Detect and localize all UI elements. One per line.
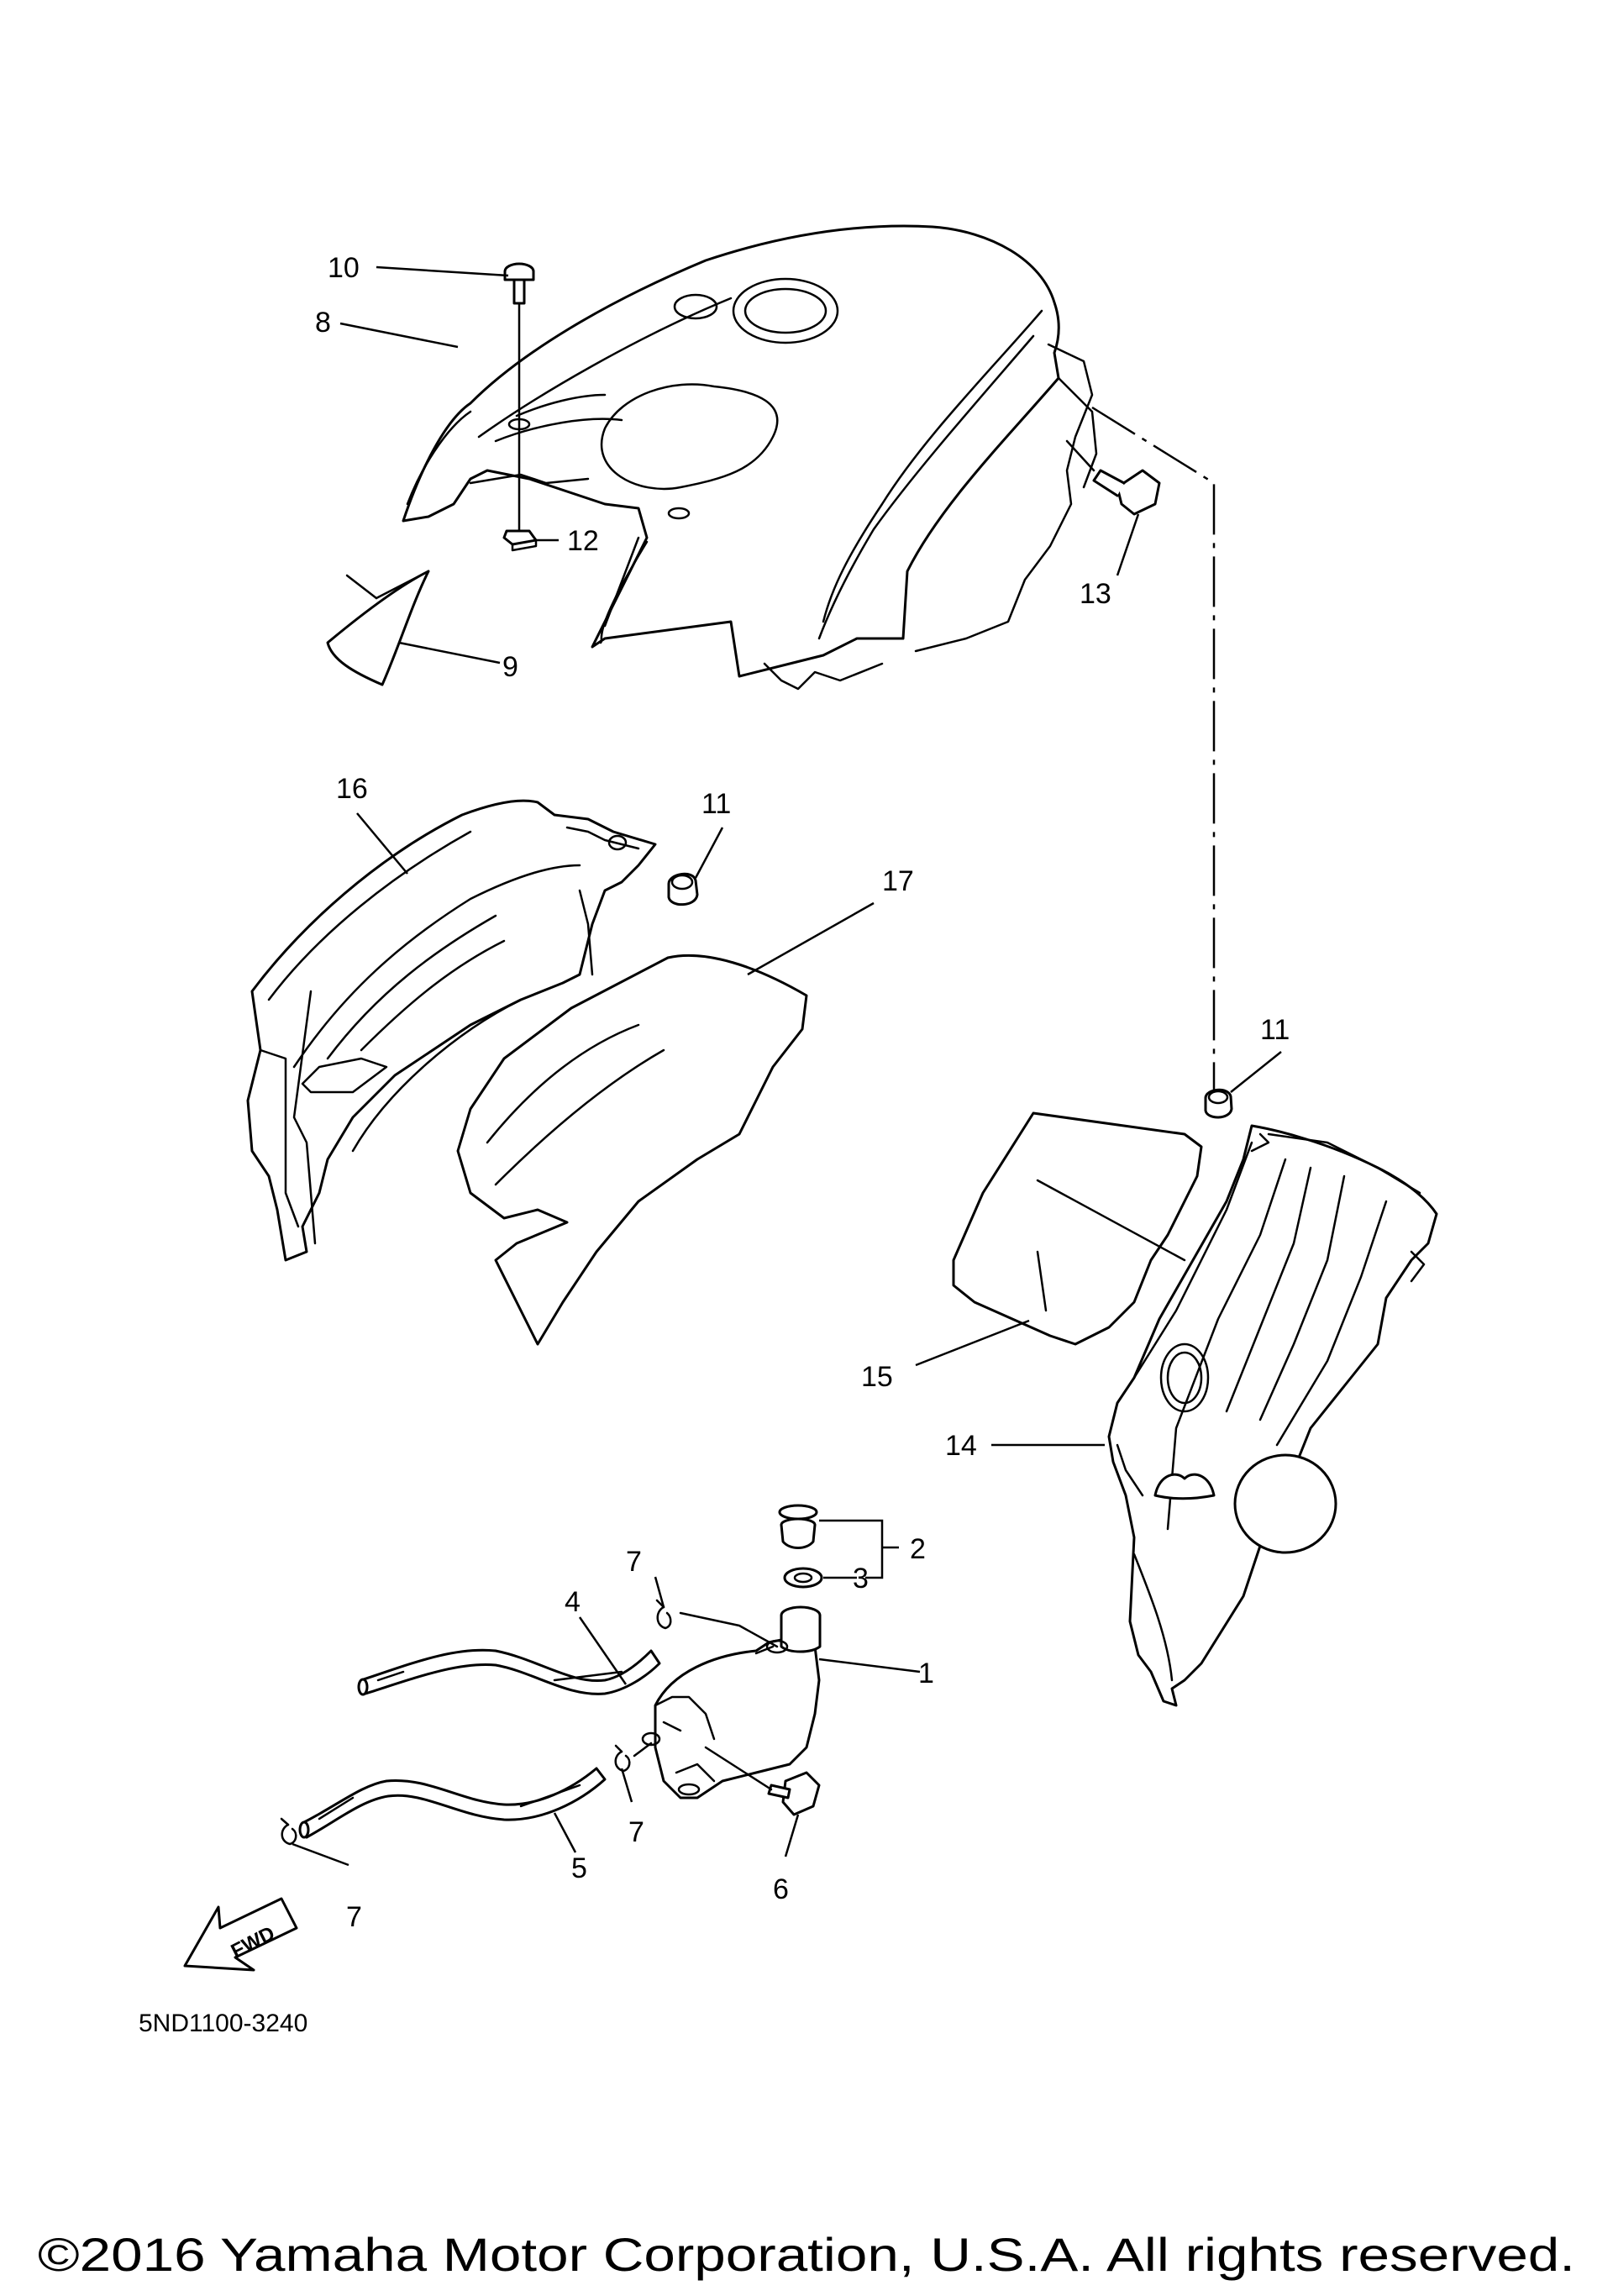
tank-cover-part-8 bbox=[402, 224, 1098, 691]
callout-5: 5 bbox=[571, 1852, 587, 1884]
callout-8: 8 bbox=[315, 307, 331, 339]
bolt-part-13 bbox=[1065, 439, 1161, 516]
callout-7-upper: 7 bbox=[626, 1546, 642, 1578]
callout-12: 12 bbox=[567, 525, 599, 557]
callout-6: 6 bbox=[773, 1873, 789, 1905]
gasket-part-3 bbox=[783, 1567, 823, 1589]
diagram-code: 5ND1100-3240 bbox=[139, 2010, 307, 2037]
callout-17: 17 bbox=[882, 865, 914, 897]
cap-part-2 bbox=[778, 1504, 818, 1549]
callout-10: 10 bbox=[328, 252, 360, 284]
hose-part-5 bbox=[298, 1767, 607, 1839]
screw-part-10 bbox=[503, 262, 535, 305]
callout-labels: 10 8 12 9 13 16 11 17 11 15 14 2 3 7 4 1… bbox=[315, 252, 1290, 1933]
right-side-cover-part-14 bbox=[1107, 1124, 1438, 1707]
callout-13: 13 bbox=[1080, 578, 1111, 610]
callout-7-lower: 7 bbox=[346, 1901, 362, 1933]
forward-direction-arrow: FWD bbox=[183, 1897, 298, 1972]
callout-14: 14 bbox=[945, 1430, 977, 1462]
hose-clamp-part-7-upper bbox=[655, 1599, 779, 1648]
left-graphic-part-17 bbox=[456, 954, 808, 1346]
hose-clamp-part-7-middle bbox=[614, 1742, 653, 1773]
grommet-part-11-lower bbox=[1204, 1088, 1233, 1119]
bolt-part-6 bbox=[704, 1746, 821, 1816]
left-side-cover-part-16 bbox=[246, 799, 657, 1262]
leader-lines bbox=[292, 265, 1282, 1867]
callout-9: 9 bbox=[502, 651, 518, 683]
callout-1: 1 bbox=[918, 1658, 934, 1689]
copyright-notice: ©2016 Yamaha Motor Corporation, U.S.A. A… bbox=[38, 2228, 1575, 2281]
hose-part-4 bbox=[357, 1648, 661, 1696]
emblem-part-9 bbox=[326, 570, 430, 686]
callout-3: 3 bbox=[853, 1563, 869, 1595]
callout-7-middle: 7 bbox=[628, 1816, 644, 1848]
reservoir-tank-part-1 bbox=[641, 1605, 822, 1799]
grommet-part-11-upper bbox=[667, 872, 699, 906]
callout-11-lower: 11 bbox=[1260, 1014, 1290, 1046]
callout-11-upper: 11 bbox=[701, 788, 731, 820]
hose-clamp-part-7-lower bbox=[280, 1817, 297, 1846]
callout-16: 16 bbox=[336, 773, 368, 805]
callout-15: 15 bbox=[861, 1361, 893, 1393]
callout-2: 2 bbox=[910, 1533, 926, 1565]
right-graphic-part-15 bbox=[952, 1111, 1203, 1346]
callout-4: 4 bbox=[565, 1586, 581, 1618]
nut-part-12 bbox=[502, 529, 538, 552]
